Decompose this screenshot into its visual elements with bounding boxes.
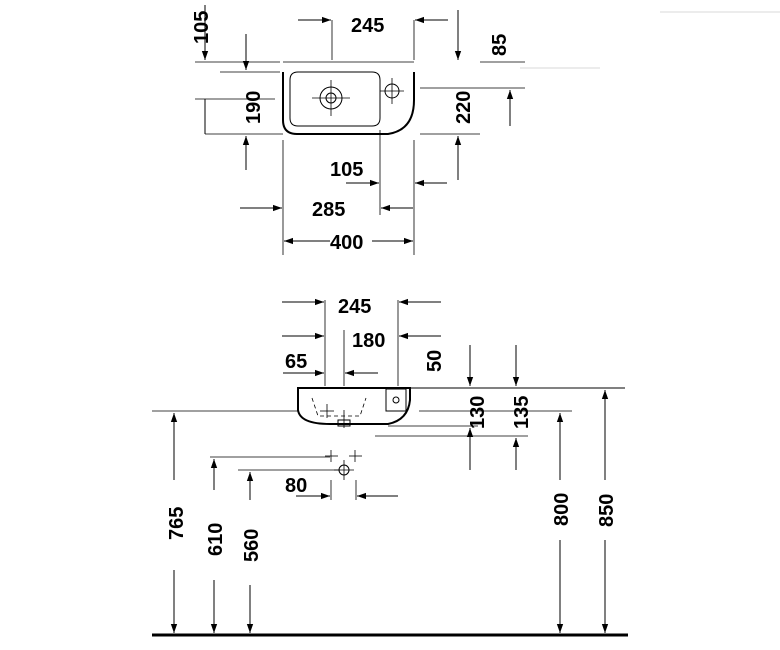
dim-135: 135 — [511, 396, 533, 429]
dim-400: 400 — [330, 232, 363, 254]
dim-245-side: 245 — [338, 296, 371, 318]
basin-top-outline — [282, 72, 415, 135]
faint-guides — [520, 11, 780, 69]
front-tap-box — [385, 388, 407, 412]
top-view: 105 245 85 190 220 105 285 400 — [191, 5, 525, 255]
dim-50: 50 — [424, 350, 446, 372]
dim-560: 560 — [241, 529, 263, 562]
basin-bowl — [289, 71, 381, 127]
dim-85: 85 — [489, 34, 511, 56]
dim-190: 190 — [243, 91, 265, 124]
dim-105-top: 105 — [191, 11, 213, 44]
side-view: 245 180 65 50 130 135 80 765 610 — [152, 296, 628, 637]
dim-130: 130 — [467, 396, 489, 429]
dim-180: 180 — [352, 330, 385, 352]
dim-105-mid: 105 — [330, 159, 363, 181]
fitting-symbols — [325, 450, 362, 500]
basin-front-outline — [297, 387, 411, 425]
dim-220: 220 — [453, 91, 475, 124]
dim-765: 765 — [166, 507, 188, 540]
dim-850: 850 — [596, 494, 618, 527]
dim-80: 80 — [285, 475, 307, 497]
dim-285: 285 — [312, 199, 345, 221]
dim-65: 65 — [285, 351, 307, 373]
dim-245-top: 245 — [351, 15, 384, 37]
dim-610: 610 — [205, 523, 227, 556]
dim-800: 800 — [551, 493, 573, 526]
